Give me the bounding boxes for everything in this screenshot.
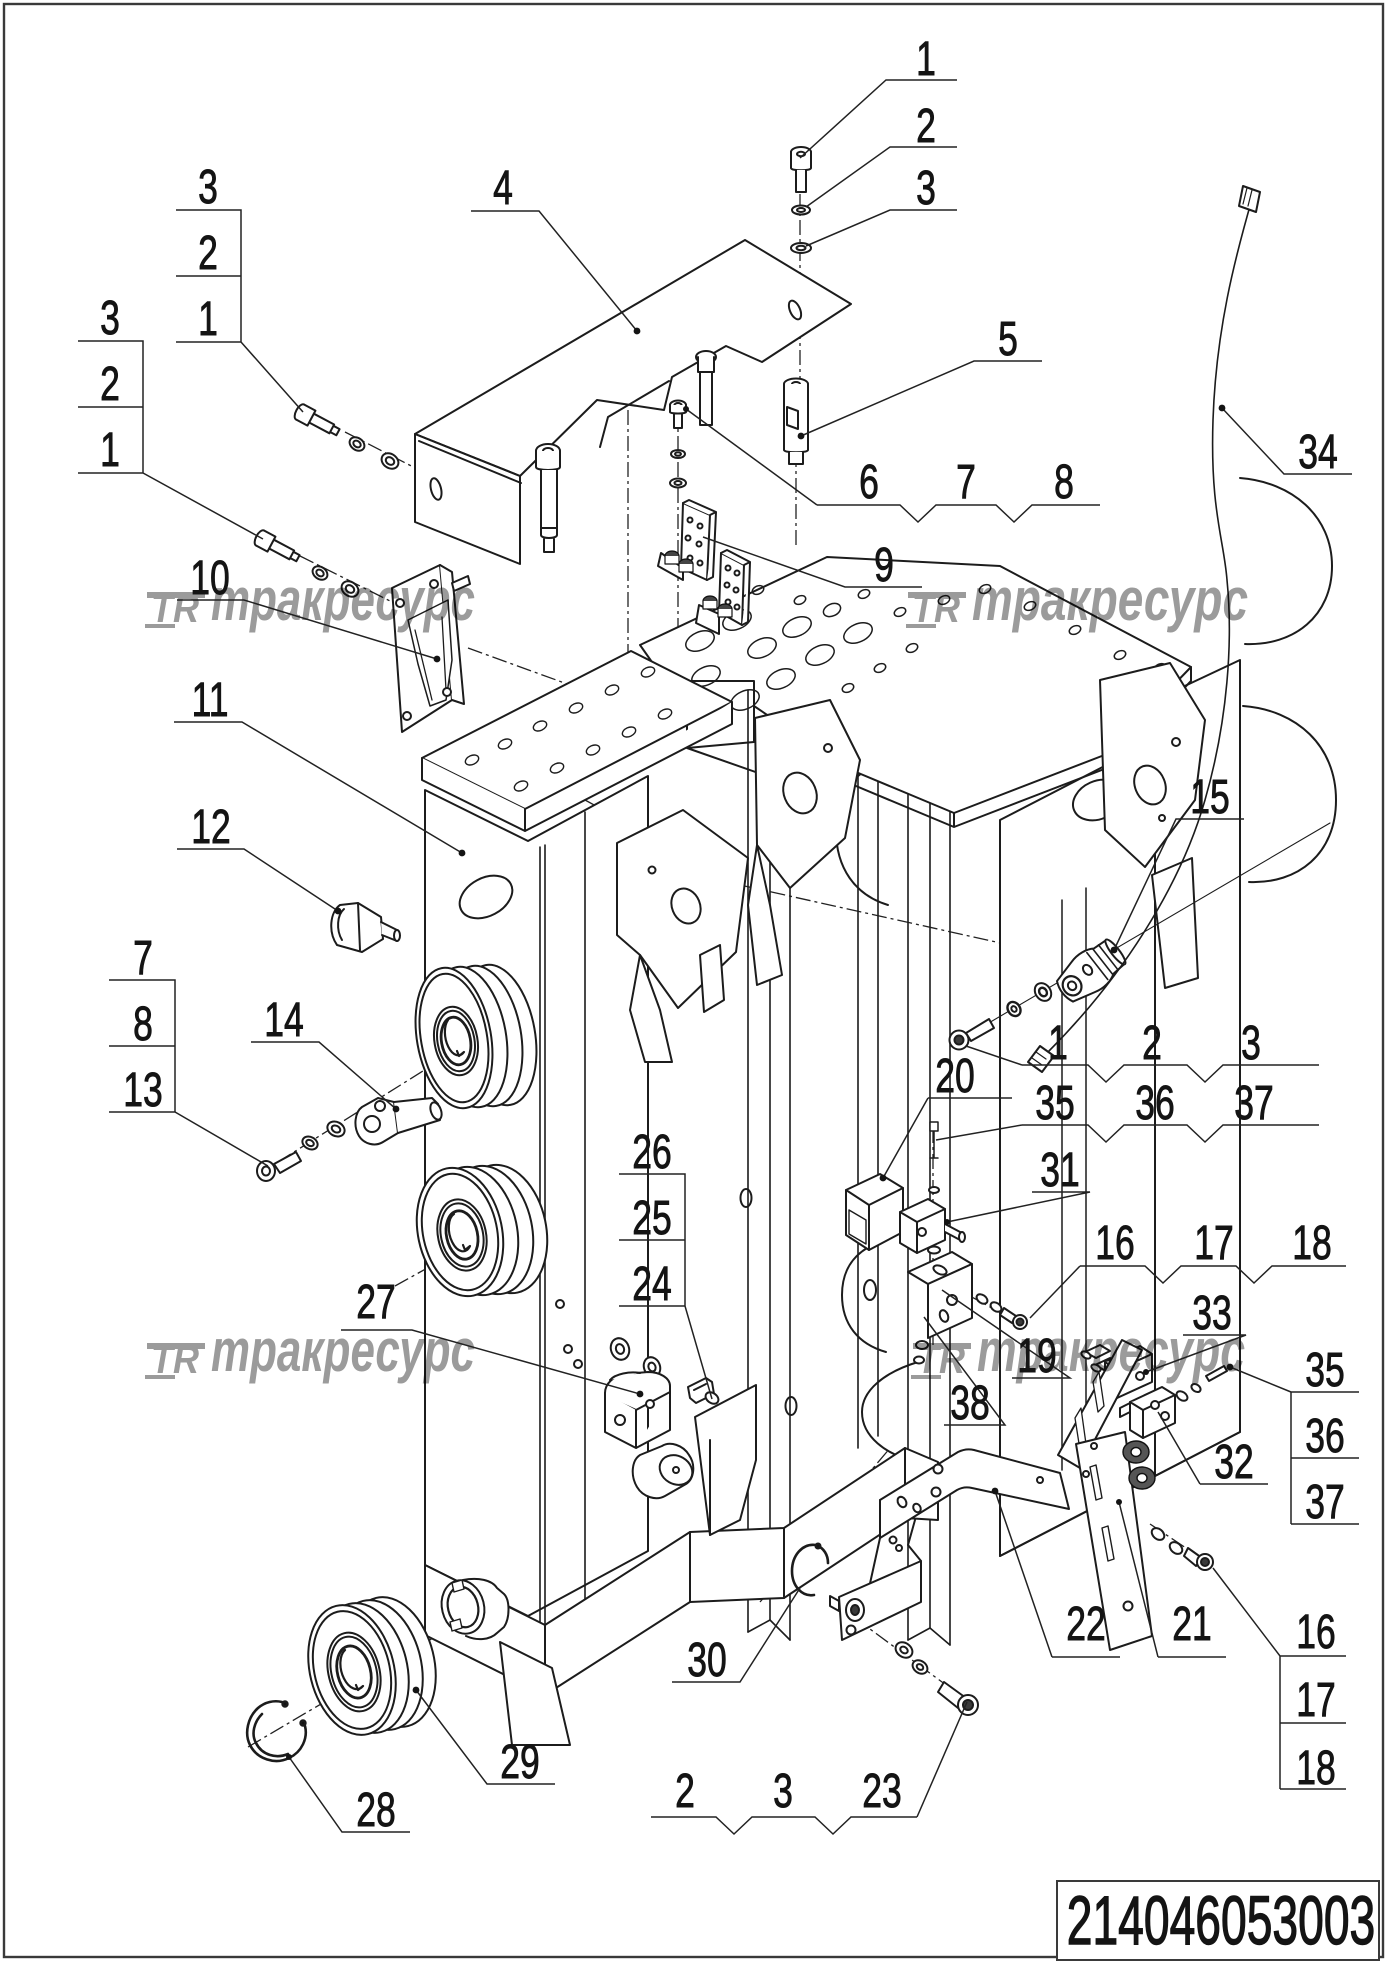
svg-text:тракресурс: тракресурс xyxy=(211,1317,475,1384)
svg-text:38: 38 xyxy=(950,1376,990,1429)
svg-text:27: 27 xyxy=(356,1275,396,1328)
svg-text:TR: TR xyxy=(151,1338,199,1382)
svg-text:7: 7 xyxy=(133,931,153,984)
svg-text:32: 32 xyxy=(1214,1435,1254,1488)
svg-text:26: 26 xyxy=(632,1125,672,1178)
svg-text:5: 5 xyxy=(998,312,1018,365)
svg-text:214046053003: 214046053003 xyxy=(1067,1883,1375,1959)
svg-text:35: 35 xyxy=(1305,1343,1345,1396)
svg-text:14: 14 xyxy=(264,993,304,1046)
svg-text:37: 37 xyxy=(1234,1076,1274,1129)
svg-text:11: 11 xyxy=(192,673,229,726)
svg-text:8: 8 xyxy=(1054,455,1074,508)
svg-text:тракресурс: тракресурс xyxy=(977,1317,1245,1384)
svg-text:1: 1 xyxy=(100,423,120,476)
svg-text:тракресурс: тракресурс xyxy=(211,566,475,633)
svg-text:17: 17 xyxy=(1296,1673,1336,1726)
svg-text:25: 25 xyxy=(632,1191,672,1244)
svg-text:3: 3 xyxy=(916,161,936,214)
svg-text:20: 20 xyxy=(935,1049,975,1102)
svg-text:36: 36 xyxy=(1135,1076,1175,1129)
svg-text:3: 3 xyxy=(773,1764,793,1817)
svg-text:21: 21 xyxy=(1172,1597,1212,1650)
svg-text:2: 2 xyxy=(1142,1016,1162,1069)
svg-text:33: 33 xyxy=(1192,1286,1232,1339)
svg-text:12: 12 xyxy=(191,800,231,853)
svg-text:13: 13 xyxy=(123,1063,163,1116)
svg-text:34: 34 xyxy=(1298,425,1338,478)
svg-text:2: 2 xyxy=(198,226,218,279)
svg-text:TR: TR xyxy=(912,587,960,631)
svg-text:TR: TR xyxy=(151,587,199,631)
svg-text:2: 2 xyxy=(100,357,120,410)
svg-text:1: 1 xyxy=(916,32,936,85)
svg-text:10: 10 xyxy=(190,551,230,604)
svg-text:22: 22 xyxy=(1066,1597,1106,1650)
svg-text:31: 31 xyxy=(1040,1143,1080,1196)
svg-text:3: 3 xyxy=(198,160,218,213)
svg-text:18: 18 xyxy=(1292,1216,1332,1269)
svg-text:9: 9 xyxy=(874,538,894,591)
svg-text:2: 2 xyxy=(916,99,936,152)
svg-text:тракресурс: тракресурс xyxy=(972,566,1248,633)
svg-text:7: 7 xyxy=(956,455,976,508)
svg-text:19: 19 xyxy=(1017,1329,1057,1382)
svg-text:17: 17 xyxy=(1194,1216,1234,1269)
svg-text:1: 1 xyxy=(1048,1016,1068,1069)
svg-text:16: 16 xyxy=(1296,1605,1336,1658)
svg-text:29: 29 xyxy=(500,1735,540,1788)
svg-text:28: 28 xyxy=(356,1783,396,1836)
svg-text:1: 1 xyxy=(198,292,218,345)
svg-text:15: 15 xyxy=(1190,770,1230,823)
svg-text:2: 2 xyxy=(675,1764,695,1817)
svg-text:4: 4 xyxy=(493,161,513,214)
svg-text:23: 23 xyxy=(862,1764,902,1817)
svg-text:16: 16 xyxy=(1095,1216,1135,1269)
svg-text:35: 35 xyxy=(1035,1076,1075,1129)
svg-text:37: 37 xyxy=(1305,1475,1345,1528)
svg-text:18: 18 xyxy=(1296,1741,1336,1794)
svg-text:3: 3 xyxy=(1241,1016,1261,1069)
svg-text:30: 30 xyxy=(687,1633,727,1686)
svg-text:3: 3 xyxy=(100,291,120,344)
svg-text:6: 6 xyxy=(859,455,879,508)
svg-text:8: 8 xyxy=(133,997,153,1050)
svg-text:24: 24 xyxy=(632,1257,672,1310)
svg-text:36: 36 xyxy=(1305,1409,1345,1462)
